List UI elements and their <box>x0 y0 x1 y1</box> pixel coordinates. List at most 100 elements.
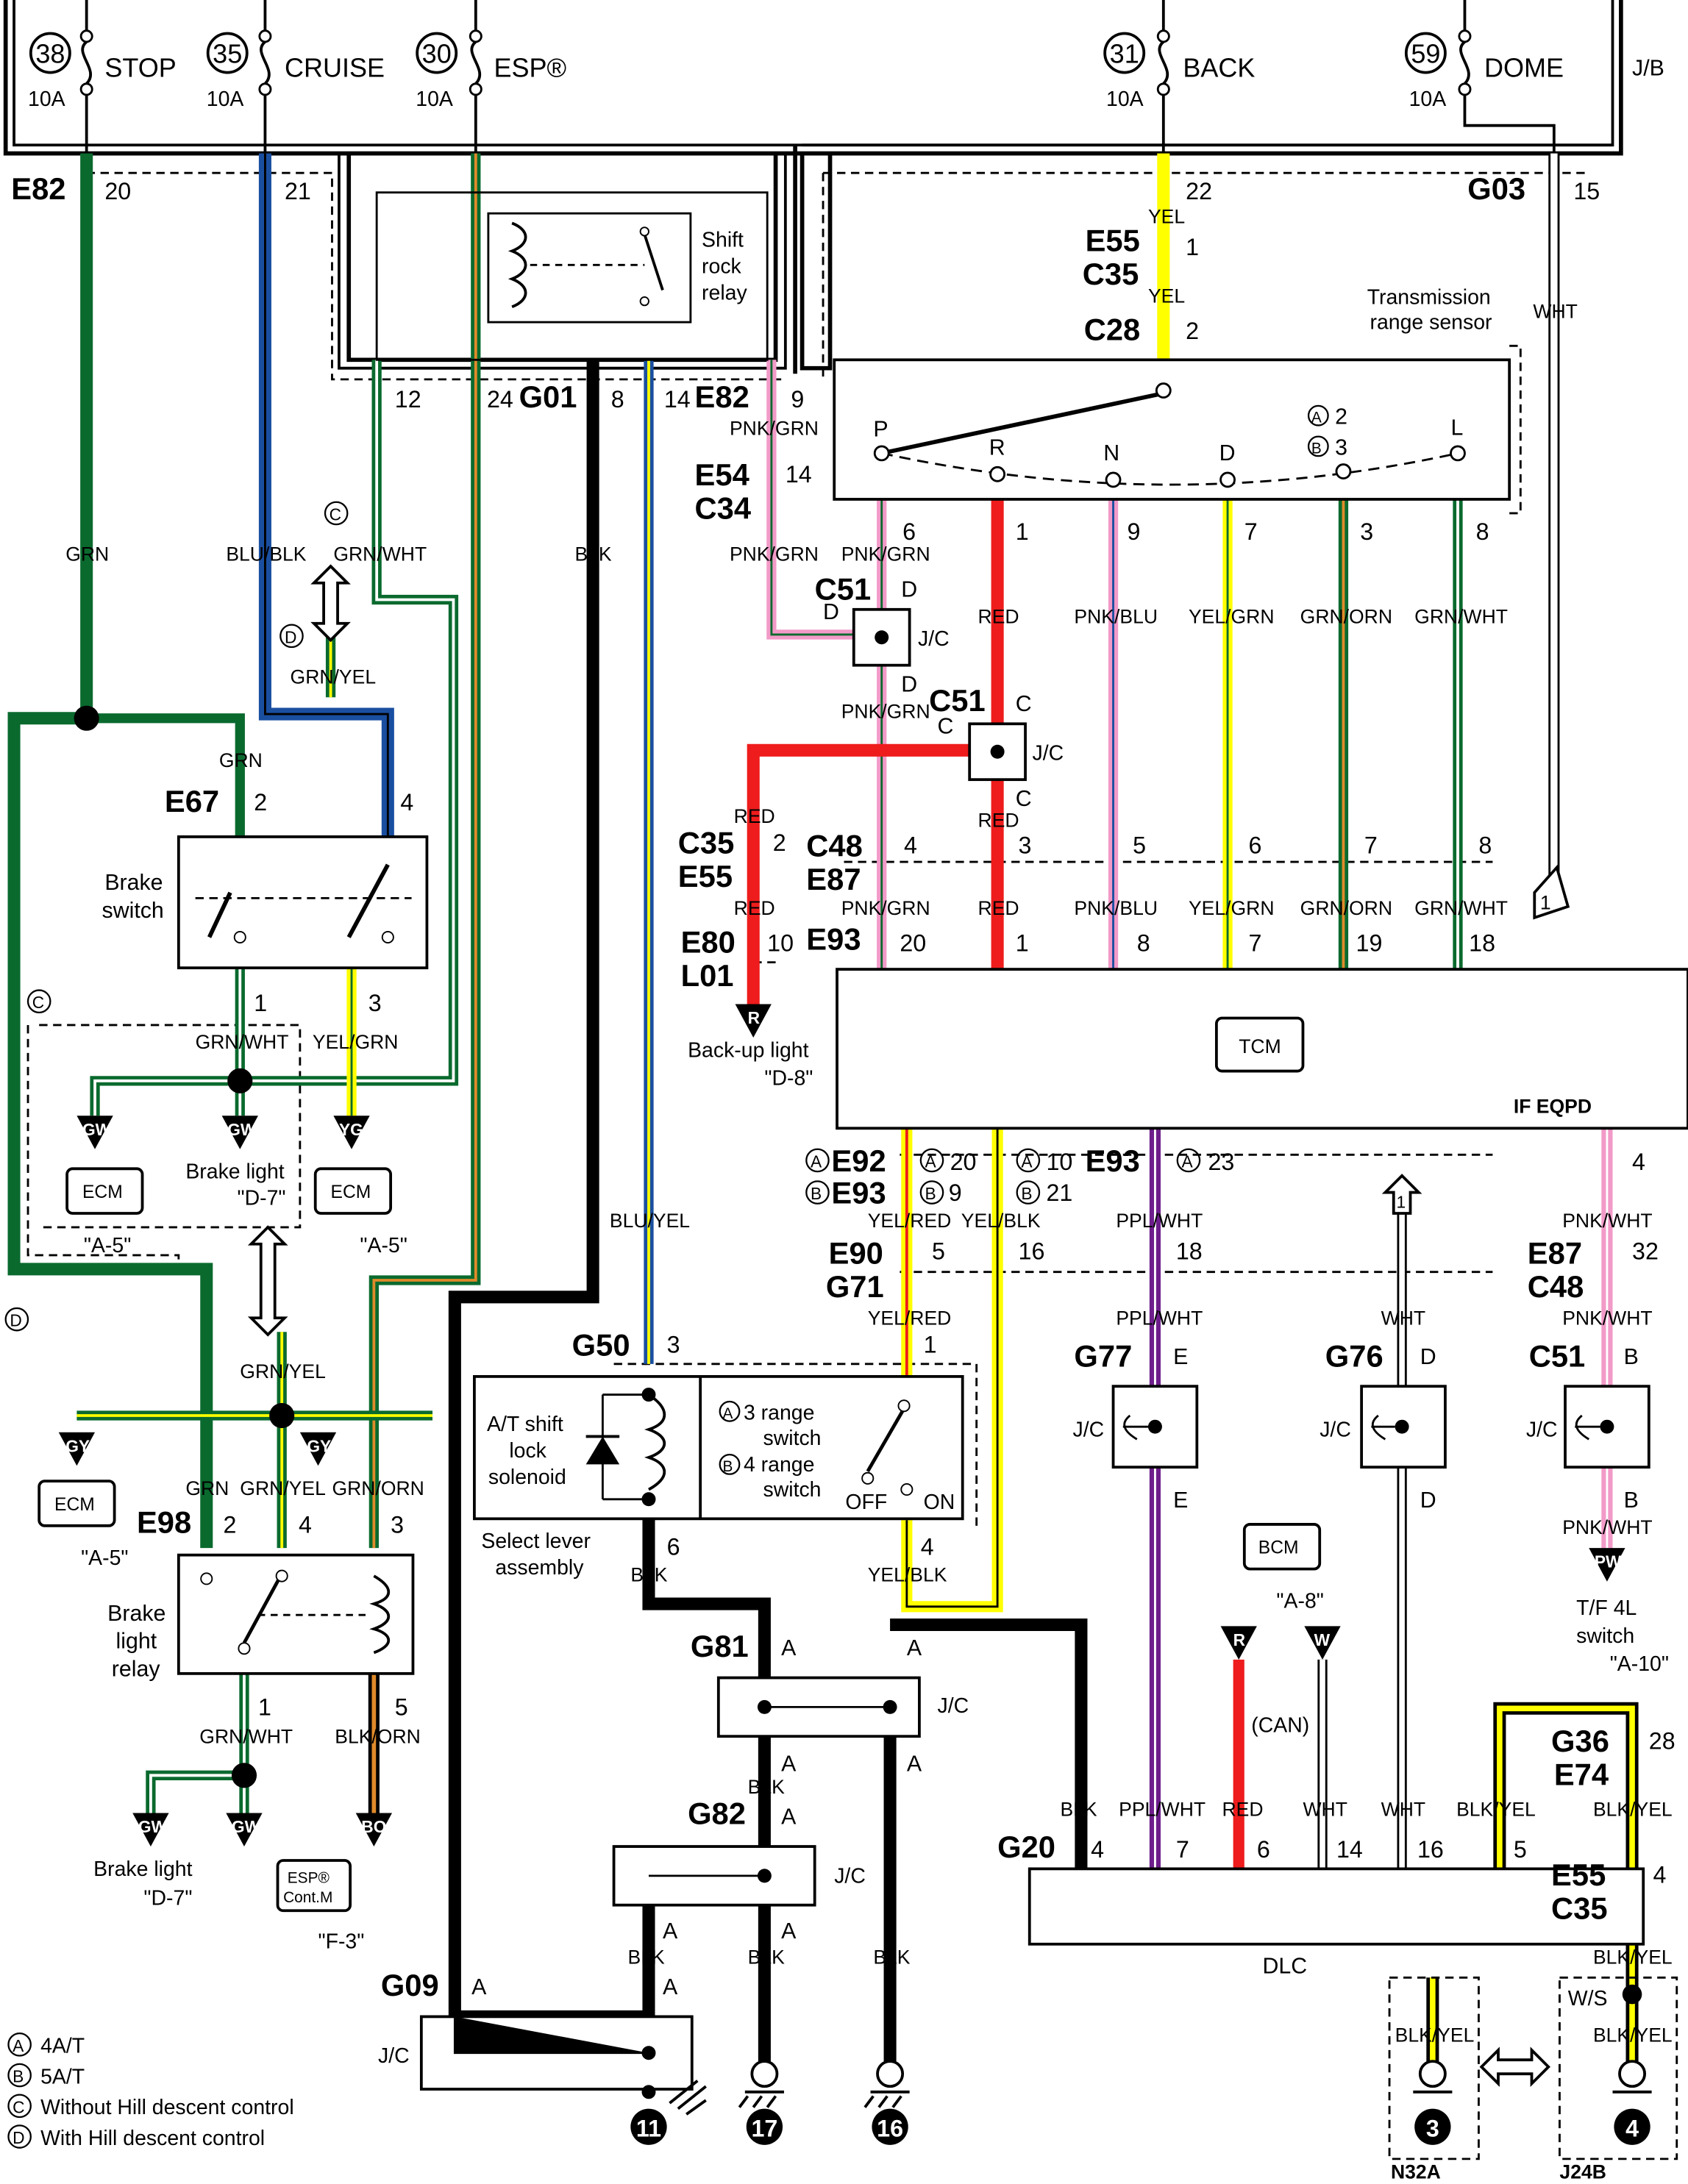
svg-text:2: 2 <box>773 829 786 856</box>
svg-text:PPL/WHT: PPL/WHT <box>1116 1307 1203 1330</box>
svg-text:"D-7": "D-7" <box>237 1187 285 1210</box>
svg-text:14: 14 <box>786 461 812 488</box>
svg-text:OFF: OFF <box>845 1491 887 1514</box>
svg-text:GW: GW <box>138 1817 168 1836</box>
svg-text:B: B <box>811 1184 822 1203</box>
fuse-esp: 30 10A ESP® <box>416 0 566 154</box>
svg-text:GRN/WHT: GRN/WHT <box>199 1726 293 1748</box>
svg-text:2: 2 <box>254 789 267 816</box>
svg-text:Transmission: Transmission <box>1367 285 1491 309</box>
jc-g81: J/C <box>716 1676 969 1738</box>
svg-text:24: 24 <box>487 386 513 413</box>
svg-text:GRN/WHT: GRN/WHT <box>1414 606 1508 628</box>
svg-text:J/C: J/C <box>938 1694 969 1718</box>
svg-text:4: 4 <box>921 1534 934 1560</box>
svg-text:6: 6 <box>667 1534 680 1560</box>
svg-text:4: 4 <box>1653 1861 1667 1888</box>
svg-text:A: A <box>925 1152 937 1171</box>
svg-text:WHT: WHT <box>1533 300 1577 322</box>
svg-text:G76: G76 <box>1325 1339 1383 1374</box>
svg-text:E: E <box>1173 1345 1188 1369</box>
svg-text:4 range: 4 range <box>744 1453 814 1477</box>
dlc: DLC <box>1028 1867 1645 1979</box>
svg-text:GRN: GRN <box>185 1477 229 1499</box>
svg-text:"A-10": "A-10" <box>1610 1652 1669 1676</box>
svg-text:"A-5": "A-5" <box>360 1234 407 1257</box>
svg-text:ECM: ECM <box>82 1182 123 1202</box>
svg-text:20: 20 <box>950 1149 977 1175</box>
svg-text:38: 38 <box>35 38 65 68</box>
svg-text:switch: switch <box>763 1478 822 1502</box>
svg-text:J/C: J/C <box>1033 742 1064 766</box>
svg-text:6: 6 <box>1248 832 1261 859</box>
svg-text:GW: GW <box>232 1817 261 1836</box>
svg-text:C51: C51 <box>815 572 872 607</box>
svg-text:E74: E74 <box>1554 1757 1609 1792</box>
select-lever-assembly: A/T shift lock solenoid A 3 range switch… <box>473 1375 964 1580</box>
svg-text:R: R <box>989 435 1005 460</box>
svg-text:4: 4 <box>1091 1836 1104 1863</box>
svg-text:4: 4 <box>904 832 917 859</box>
svg-text:PNK/GRN: PNK/GRN <box>841 897 930 919</box>
svg-text:GY: GY <box>65 1436 90 1455</box>
reference-labels: Back-up light "D-8" Brake light "D-7" Br… <box>93 1039 1669 2011</box>
variant-markers: C D C D A B A B A B A <box>4 501 1201 1332</box>
svg-text:D: D <box>13 2128 24 2147</box>
svg-text:G03: G03 <box>1467 171 1525 206</box>
svg-text:YEL: YEL <box>1148 285 1185 307</box>
svg-text:Without Hill descent control: Without Hill descent control <box>40 2096 294 2119</box>
svg-text:30: 30 <box>422 38 452 68</box>
svg-text:10: 10 <box>767 929 794 956</box>
svg-text:E80: E80 <box>681 924 736 959</box>
svg-text:TCM: TCM <box>1239 1035 1281 1057</box>
svg-text:GRN: GRN <box>219 749 263 771</box>
svg-text:18: 18 <box>1469 929 1495 956</box>
svg-text:BLU/BLK: BLU/BLK <box>226 543 306 565</box>
svg-text:assembly: assembly <box>495 1556 584 1580</box>
wire-grn-wht-12 <box>90 360 459 1116</box>
svg-text:BLK/YEL: BLK/YEL <box>1456 1798 1536 1820</box>
svg-text:7: 7 <box>1176 1836 1189 1863</box>
svg-text:E54: E54 <box>695 457 749 492</box>
svg-text:BLK: BLK <box>1060 1798 1097 1820</box>
svg-text:RED: RED <box>1222 1798 1263 1820</box>
svg-text:18: 18 <box>1176 1238 1203 1265</box>
svg-text:W: W <box>1314 1630 1331 1649</box>
tag-triangles: GW GW YG GY GY GW GW BO R R W PW <box>58 1004 1625 1847</box>
svg-text:14: 14 <box>1336 1836 1363 1863</box>
svg-text:31: 31 <box>1110 38 1139 68</box>
svg-text:E92: E92 <box>831 1143 886 1178</box>
svg-text:WHT: WHT <box>1303 1798 1347 1820</box>
svg-text:ESP®: ESP® <box>494 52 566 82</box>
svg-text:C35: C35 <box>1083 257 1139 291</box>
svg-text:D: D <box>1420 1345 1436 1369</box>
svg-text:R: R <box>1233 1630 1245 1649</box>
svg-text:E82: E82 <box>11 171 65 206</box>
svg-text:4: 4 <box>400 789 413 816</box>
svg-text:(CAN): (CAN) <box>1251 1714 1309 1738</box>
svg-text:C51: C51 <box>1529 1339 1586 1374</box>
svg-text:range sensor: range sensor <box>1370 311 1492 335</box>
svg-text:9: 9 <box>791 386 804 413</box>
svg-text:C: C <box>32 993 44 1012</box>
svg-text:ECM: ECM <box>331 1182 371 1202</box>
svg-text:A: A <box>1021 1152 1033 1171</box>
wire-wht-g76 <box>1317 1213 1407 1869</box>
svg-text:D: D <box>901 673 917 697</box>
wire-labels: GRN BLU/BLK GRN/WHT BLK YEL YEL WHT PNK/… <box>65 205 1672 2046</box>
svg-text:switch: switch <box>763 1427 822 1450</box>
svg-text:BLK/YEL: BLK/YEL <box>1395 2024 1475 2046</box>
svg-text:A: A <box>1311 410 1322 427</box>
svg-text:E82: E82 <box>695 379 749 414</box>
svg-text:CRUISE: CRUISE <box>285 52 385 82</box>
svg-text:GW: GW <box>227 1120 257 1139</box>
brake-switch: Brake switch <box>102 835 429 970</box>
svg-text:YEL/RED: YEL/RED <box>868 1210 952 1232</box>
svg-text:4: 4 <box>1632 1149 1645 1175</box>
svg-text:L01: L01 <box>681 958 734 993</box>
shift-rock-relay: Shift rock relay <box>375 191 769 361</box>
svg-text:5: 5 <box>1514 1836 1527 1863</box>
svg-text:1: 1 <box>258 1694 271 1721</box>
svg-text:W/S: W/S <box>1568 1987 1608 2010</box>
svg-text:B: B <box>925 1184 936 1203</box>
